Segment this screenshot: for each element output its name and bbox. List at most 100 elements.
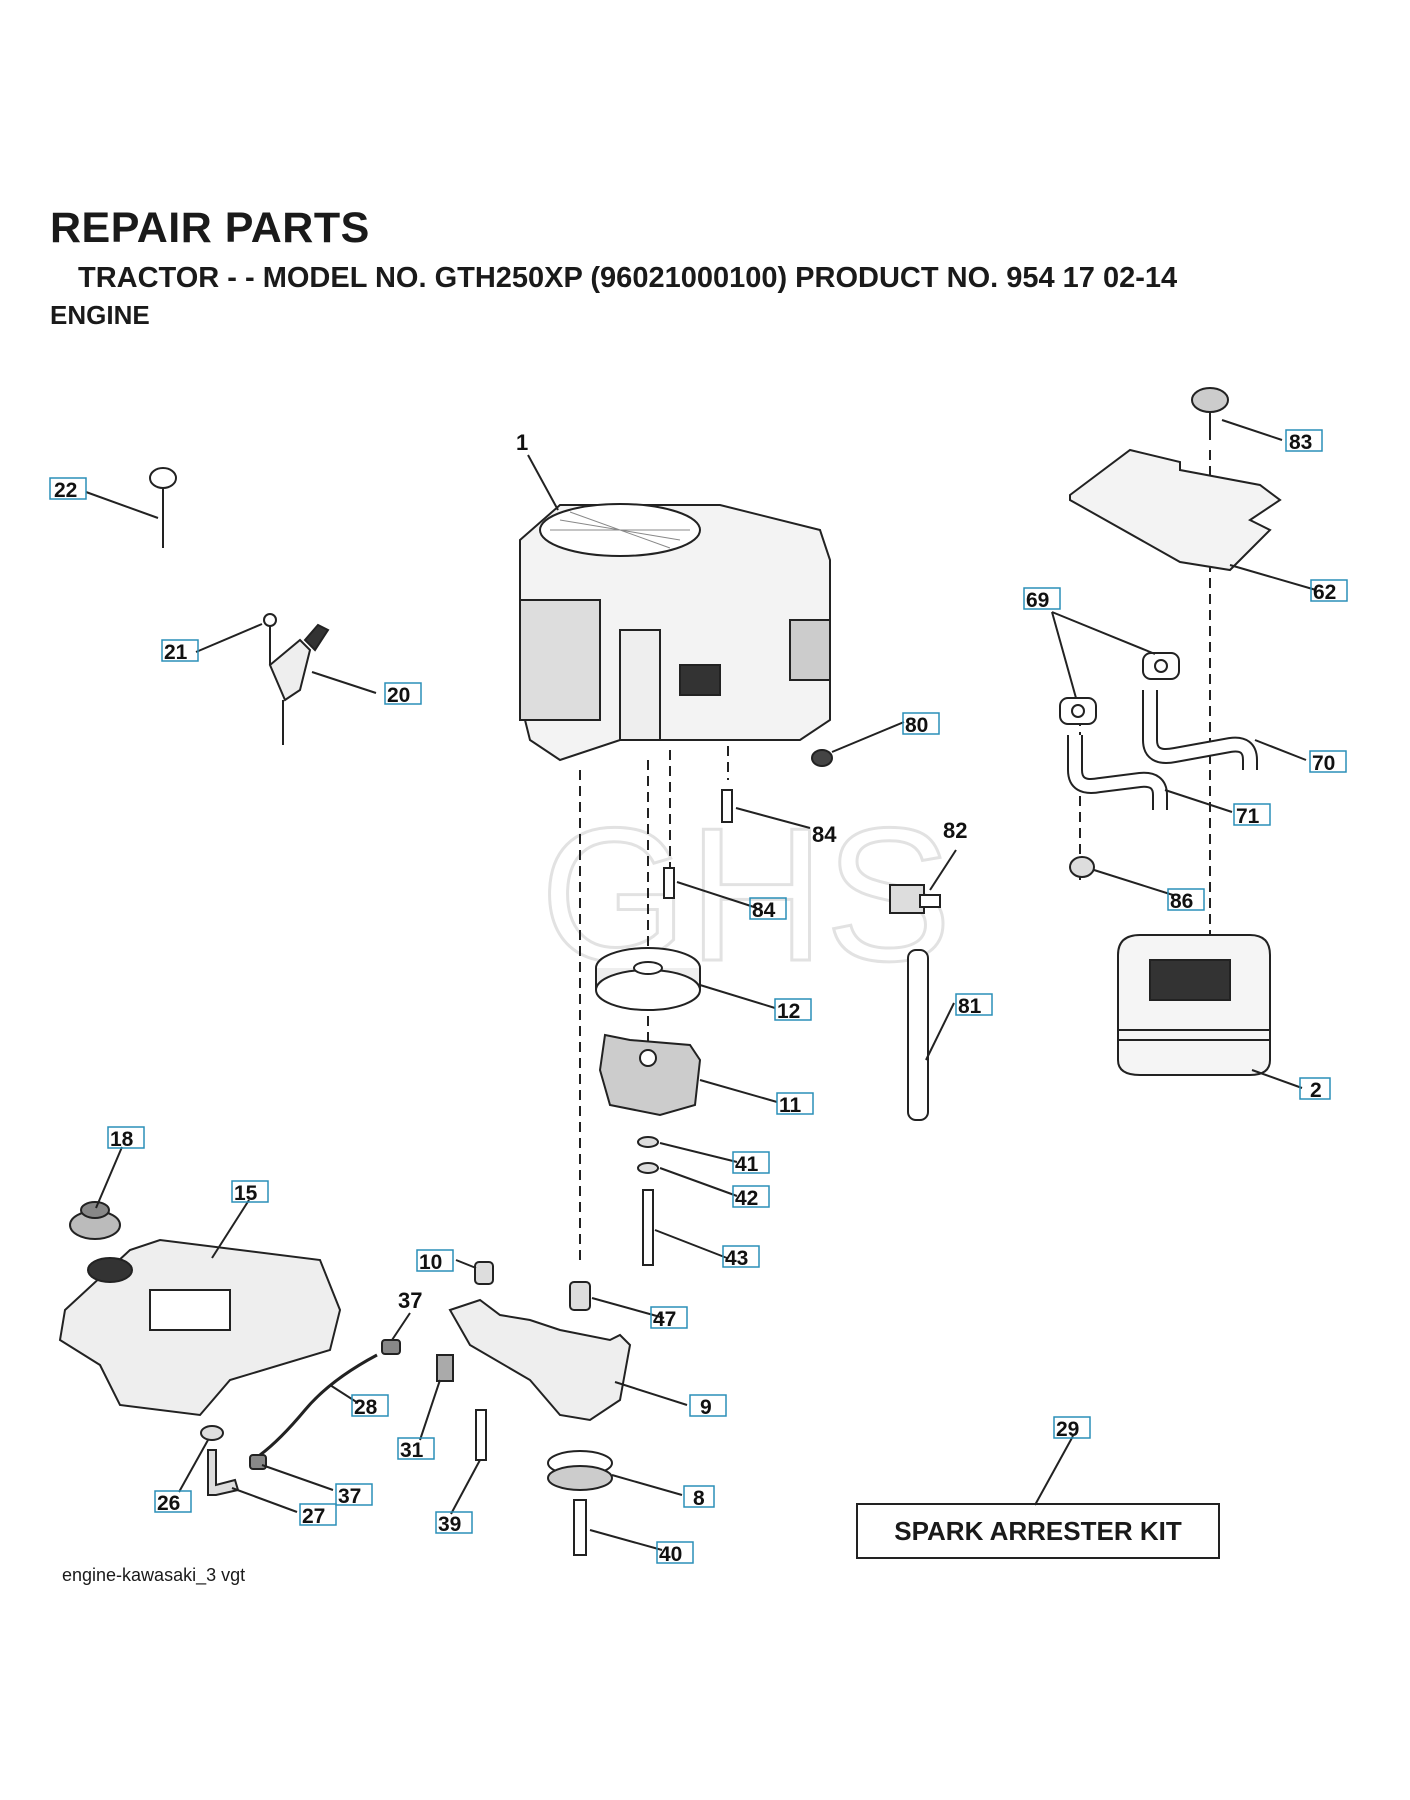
part-41-washer bbox=[637, 1136, 659, 1148]
callout-29: 29 bbox=[1053, 1416, 1091, 1441]
callout-label: 47 bbox=[653, 1308, 676, 1331]
callout-label: 12 bbox=[777, 1000, 800, 1023]
callout-84-upper: 84 bbox=[812, 822, 837, 847]
callout-18: 18 bbox=[107, 1126, 145, 1151]
callout-label: 80 bbox=[905, 714, 928, 737]
part-37-clamp-lower bbox=[249, 1454, 267, 1470]
callout-label: 71 bbox=[1236, 805, 1260, 828]
callout-39: 39 bbox=[435, 1511, 473, 1536]
callout-20: 20 bbox=[384, 682, 422, 707]
callout-label: 18 bbox=[110, 1128, 134, 1151]
callout-label: 42 bbox=[735, 1187, 758, 1210]
part-62-shield bbox=[1069, 448, 1282, 572]
part-83-knob bbox=[1191, 387, 1229, 440]
callout-label: 84 bbox=[812, 822, 837, 847]
part-9-bracket bbox=[448, 1298, 632, 1422]
part-47-spacer bbox=[569, 1281, 591, 1311]
callout-81: 81 bbox=[955, 993, 993, 1018]
callout-label: 41 bbox=[735, 1153, 759, 1176]
callout-label: 11 bbox=[779, 1094, 802, 1117]
callout-86: 86 bbox=[1167, 888, 1205, 913]
callout-62: 62 bbox=[1310, 579, 1348, 604]
callout-label: 81 bbox=[958, 995, 982, 1018]
part-81-tube bbox=[907, 949, 929, 1121]
callout-71: 71 bbox=[1233, 803, 1271, 828]
part-40-bolt bbox=[573, 1499, 587, 1556]
part-39-bolt bbox=[475, 1409, 487, 1461]
callout-label: 31 bbox=[400, 1439, 424, 1462]
callout-37-upper: 37 bbox=[398, 1288, 422, 1313]
callout-label: 9 bbox=[700, 1396, 712, 1419]
callout-label: 27 bbox=[302, 1505, 325, 1528]
callout-43: 43 bbox=[722, 1245, 760, 1270]
callout-label: 62 bbox=[1313, 581, 1336, 604]
part-22-dipstick bbox=[149, 467, 177, 548]
model-subtitle: TRACTOR - - MODEL NO. GTH250XP (96021000… bbox=[78, 262, 1178, 294]
callout-31: 31 bbox=[397, 1437, 435, 1462]
callout-label: 8 bbox=[693, 1487, 705, 1510]
part-26-grommet bbox=[200, 1425, 224, 1441]
part-37-clamp-upper bbox=[381, 1339, 401, 1355]
part-18-fuel-cap bbox=[69, 1201, 121, 1240]
part-15-fuel-tank bbox=[58, 1238, 342, 1417]
part-2-muffler bbox=[1117, 934, 1271, 1076]
callout-label: 10 bbox=[419, 1251, 442, 1274]
callout-83: 83 bbox=[1285, 429, 1323, 454]
part-84-bolts bbox=[663, 789, 733, 899]
callout-label: 86 bbox=[1170, 890, 1193, 913]
part-69-gaskets bbox=[1059, 652, 1180, 725]
callout-37-lower: 37 bbox=[335, 1483, 373, 1508]
callout-label: 82 bbox=[943, 818, 967, 843]
page-title: REPAIR PARTS bbox=[50, 204, 370, 252]
callout-label: 40 bbox=[659, 1543, 682, 1566]
callout-label: 84 bbox=[752, 899, 776, 922]
spark-arrester-kit-box: SPARK ARRESTER KIT bbox=[856, 1503, 1220, 1559]
part-11-clutch bbox=[598, 1033, 702, 1117]
callout-70: 70 bbox=[1309, 750, 1347, 775]
callout-label: 1 bbox=[516, 430, 528, 455]
callout-47: 47 bbox=[650, 1306, 688, 1331]
callout-label: 2 bbox=[1310, 1079, 1322, 1102]
callout-label: 15 bbox=[234, 1182, 258, 1205]
callout-15: 15 bbox=[231, 1180, 269, 1205]
part-80-fitting bbox=[811, 749, 833, 767]
drawing-id: engine-kawasaki_3 vgt bbox=[62, 1565, 246, 1585]
callout-40: 40 bbox=[656, 1541, 694, 1566]
callout-2: 2 bbox=[1299, 1077, 1331, 1102]
part-27-fitting bbox=[207, 1449, 240, 1496]
part-43-bolt bbox=[642, 1189, 654, 1266]
callout-22: 22 bbox=[49, 477, 87, 502]
callout-label: 39 bbox=[438, 1513, 461, 1536]
part-drawings bbox=[58, 387, 1282, 1556]
callout-21: 21 bbox=[161, 639, 199, 664]
section-heading: ENGINE bbox=[50, 300, 150, 330]
callout-9: 9 bbox=[689, 1394, 727, 1419]
callout-28: 28 bbox=[351, 1394, 389, 1419]
callout-label: 28 bbox=[354, 1396, 378, 1419]
part-10-spacer bbox=[474, 1261, 494, 1285]
callout-69: 69 bbox=[1023, 587, 1061, 612]
callout-label: 37 bbox=[398, 1288, 422, 1313]
callout-1: 1 bbox=[516, 430, 528, 455]
callout-82: 82 bbox=[943, 818, 967, 843]
part-42-washer bbox=[637, 1162, 659, 1174]
leader-lines bbox=[85, 419, 1317, 1551]
callout-84-lower: 84 bbox=[749, 897, 787, 922]
callout-label: 29 bbox=[1056, 1418, 1079, 1441]
callout-41: 41 bbox=[732, 1151, 770, 1176]
callout-12: 12 bbox=[774, 998, 812, 1023]
callout-label: 83 bbox=[1289, 431, 1312, 454]
part-12-pulley bbox=[595, 947, 701, 1011]
callout-26: 26 bbox=[154, 1490, 192, 1515]
engine-assembly bbox=[519, 503, 831, 762]
callout-label: 37 bbox=[338, 1485, 361, 1508]
part-82-valve bbox=[889, 884, 941, 914]
callout-label: 22 bbox=[54, 479, 77, 502]
callout-label: 20 bbox=[387, 684, 410, 707]
callout-label: 70 bbox=[1312, 752, 1335, 775]
callout-11: 11 bbox=[776, 1092, 814, 1117]
callout-8: 8 bbox=[683, 1485, 715, 1510]
spark-arrester-kit-label: SPARK ARRESTER KIT bbox=[894, 1515, 1182, 1546]
callout-10: 10 bbox=[416, 1249, 454, 1274]
